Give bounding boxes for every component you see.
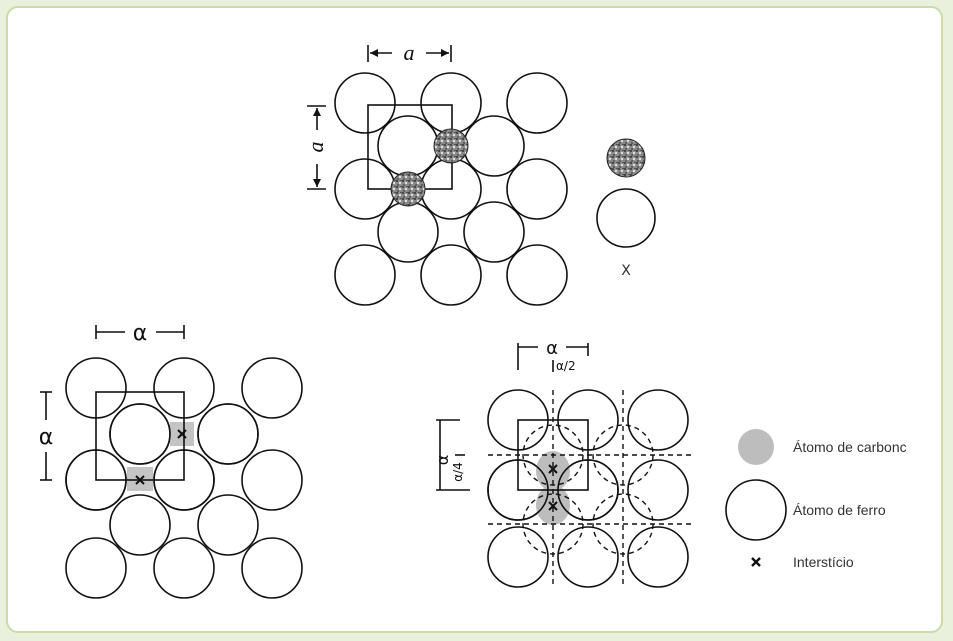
iron-atom xyxy=(464,202,524,262)
right-label-alpha-quarter: α/4 xyxy=(451,462,465,482)
legend-iron-label: Átomo de ferro xyxy=(793,502,886,518)
iron-atom xyxy=(378,116,438,176)
left-label-alpha-h: α xyxy=(133,321,148,346)
top-label-a-vertical: a xyxy=(303,142,328,153)
iron-atom xyxy=(507,245,567,305)
iron-atom xyxy=(335,73,395,133)
legend-carbon-label: Átomo de carbonc xyxy=(793,439,907,455)
left-label-alpha-v: α xyxy=(39,425,54,450)
iron-atom xyxy=(507,73,567,133)
iron-atom xyxy=(378,202,438,262)
right-label-alpha-v: α xyxy=(433,455,452,466)
iron-atom xyxy=(335,245,395,305)
iron-atom xyxy=(507,159,567,219)
legend-interstice-label: Interstício xyxy=(793,554,854,570)
carbon-atom xyxy=(434,129,468,163)
iron-atom xyxy=(421,73,481,133)
carbon-legend-top xyxy=(607,139,645,177)
right-label-alpha-half: α/2 xyxy=(556,359,576,373)
top-legend-x: X xyxy=(621,263,631,279)
carbon-atom xyxy=(391,172,425,206)
legend-iron-swatch xyxy=(726,480,786,540)
iron-legend-top xyxy=(597,189,655,247)
legend-interstice-icon xyxy=(752,558,760,566)
top-lattice xyxy=(335,73,567,305)
iron-atom xyxy=(421,245,481,305)
legend-carbon-swatch xyxy=(738,429,774,465)
top-label-a-horizontal: a xyxy=(404,40,415,65)
right-label-alpha-h: α xyxy=(546,338,558,359)
iron-atom xyxy=(464,116,524,176)
left-x-marks xyxy=(136,430,186,484)
